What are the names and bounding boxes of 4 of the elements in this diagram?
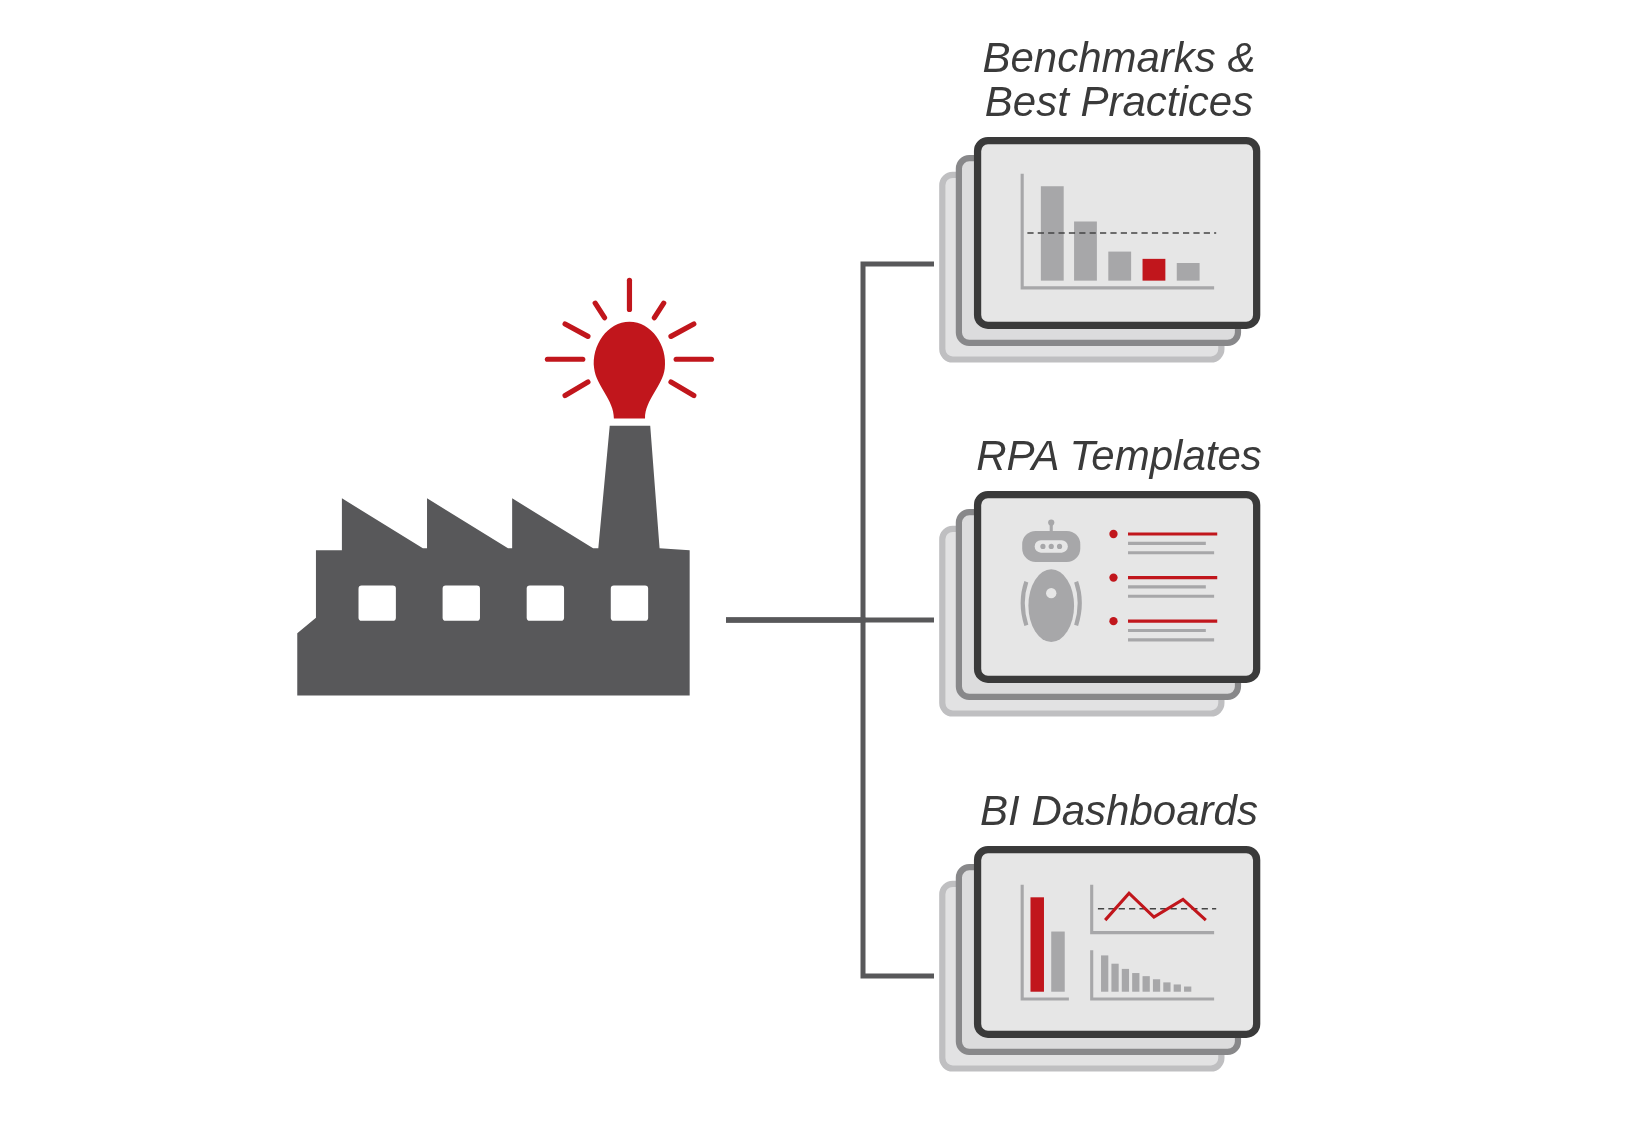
card-heading: Benchmarks & Best Practices xyxy=(981,36,1257,124)
card-heading: RPA Templates xyxy=(975,434,1263,478)
card-heading: BI Dashboards xyxy=(979,789,1259,833)
connector-line xyxy=(726,617,934,979)
